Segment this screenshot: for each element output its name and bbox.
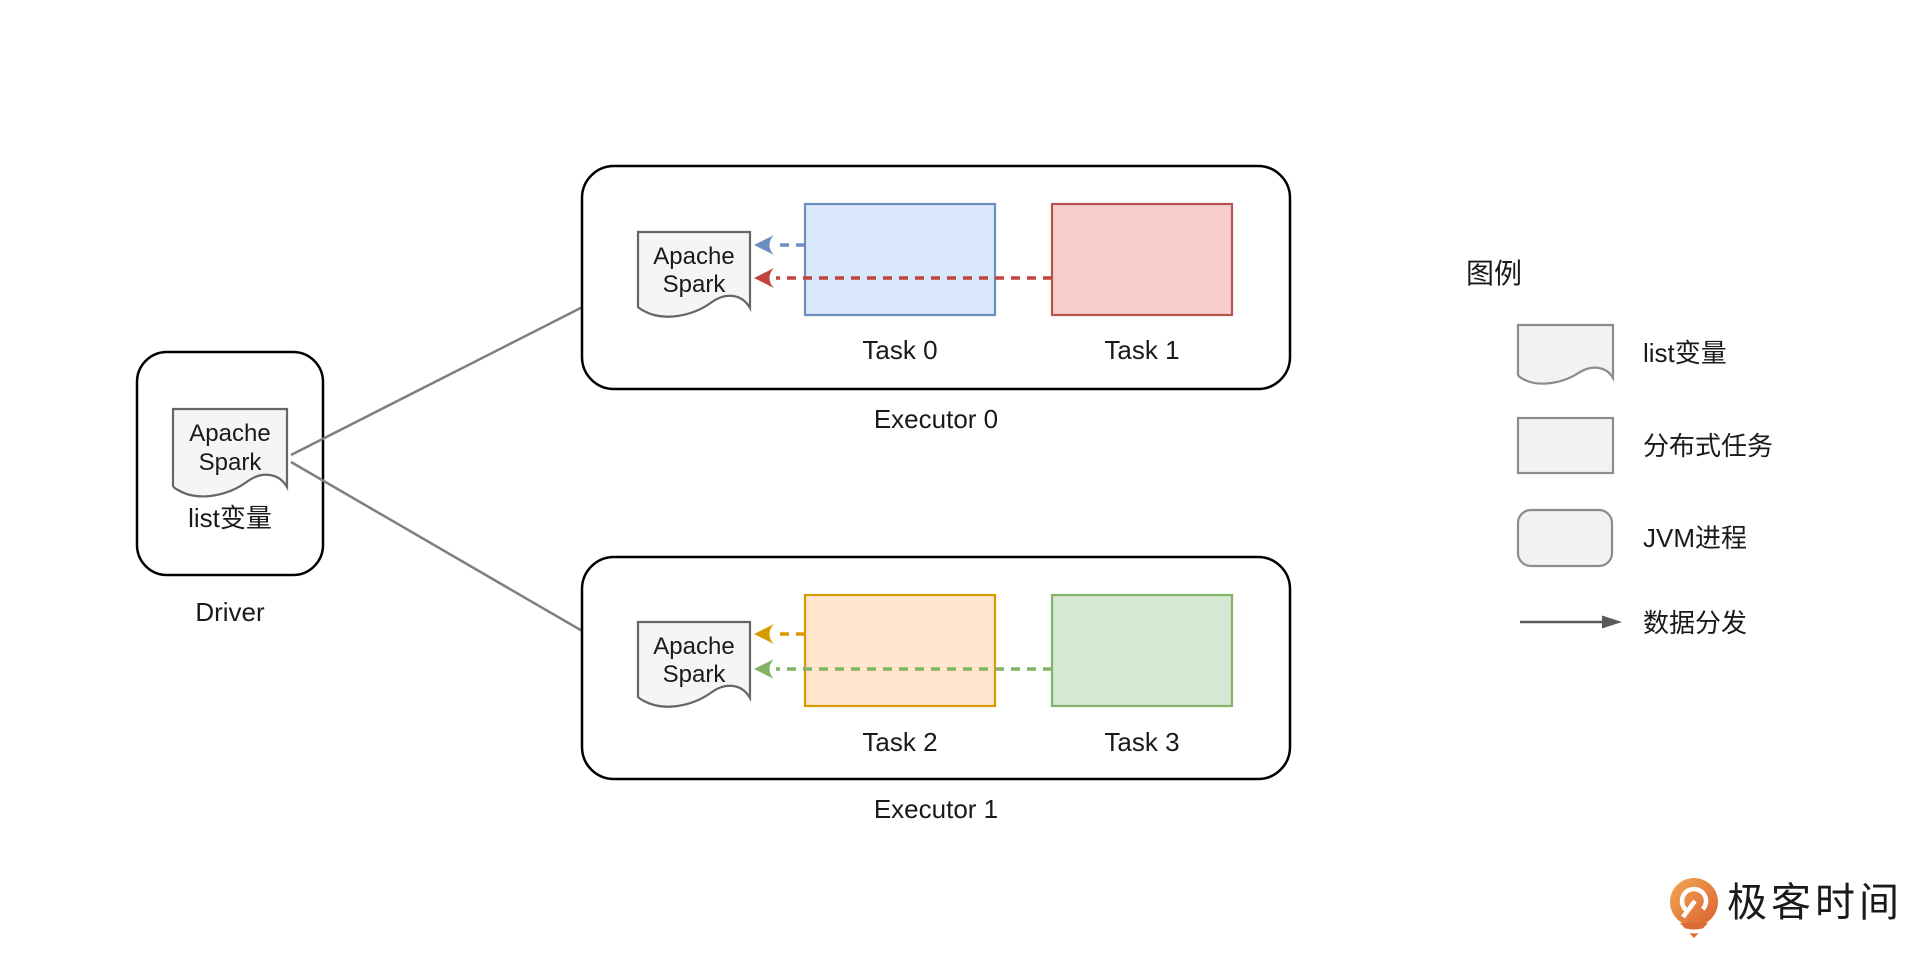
legend-item-arrow-label: 数据分发 <box>1643 608 1747 638</box>
arrowhead <box>754 235 774 255</box>
task3-label: Task 3 <box>1104 727 1179 757</box>
executor0-label: Executor 0 <box>874 404 998 434</box>
arrowhead <box>754 624 774 644</box>
legend-item-rounded-label: JVM进程 <box>1643 523 1747 553</box>
task2-label: Task 2 <box>862 727 937 757</box>
geektime-logo-icon <box>1670 878 1718 938</box>
legend-item-rect-label: 分布式任务 <box>1643 431 1773 461</box>
task3-to-doc-arrow <box>754 659 1052 679</box>
arrowhead <box>754 268 774 288</box>
task1-label: Task 1 <box>1104 335 1179 365</box>
task2-rect <box>803 593 997 708</box>
geektime-logo: 极客时间 <box>1670 878 1903 938</box>
executor1-doc-line2: Spark <box>663 661 727 688</box>
legend-document-icon <box>1516 323 1615 385</box>
task1-rect <box>1050 202 1234 317</box>
driver-list-doc-shape <box>171 407 289 498</box>
arrowhead <box>1602 615 1622 629</box>
legend-arrow-icon <box>1520 615 1622 629</box>
driver-doc-line2: Spark <box>199 449 263 476</box>
task0-to-doc-arrow <box>754 235 805 255</box>
executor0-doc-line1: Apache <box>653 243 734 270</box>
task0-label: Task 0 <box>862 335 937 365</box>
legend-title: 图例 <box>1466 258 1522 289</box>
executor0-group: Apache Spark Task 0 Task 1 Executor 0 <box>580 164 1292 434</box>
executor0-list-doc-shape <box>636 230 752 318</box>
executor1-list-doc-shape <box>636 620 752 708</box>
geektime-logo-text: 极客时间 <box>1727 881 1903 925</box>
executor1-group: Apache Spark Task 2 Task 3 Executor 1 <box>580 555 1292 824</box>
executor0-doc-line2: Spark <box>663 271 727 298</box>
task2-to-doc-arrow <box>754 624 805 644</box>
legend-item-doc-label: list变量 <box>1643 338 1727 368</box>
legend-rectangle-icon <box>1516 416 1615 475</box>
driver-group: Apache Spark list变量 Driver <box>135 350 325 627</box>
task1-to-doc-arrow <box>754 268 1052 288</box>
legend-rounded-rect-icon <box>1516 508 1614 568</box>
executor1-label: Executor 1 <box>874 794 998 824</box>
task0-rect <box>803 202 997 317</box>
executor1-doc-line1: Apache <box>653 633 734 660</box>
driver-doc-caption: list变量 <box>188 503 272 533</box>
task3-rect <box>1050 593 1234 708</box>
arrowhead <box>754 659 774 679</box>
driver-label: Driver <box>195 597 265 627</box>
driver-doc-line1: Apache <box>189 420 270 447</box>
driver-to-executor1-arrow <box>290 460 630 659</box>
legend: 图例 list变量 分布式任务 JVM进程 数据分发 <box>1466 258 1773 638</box>
